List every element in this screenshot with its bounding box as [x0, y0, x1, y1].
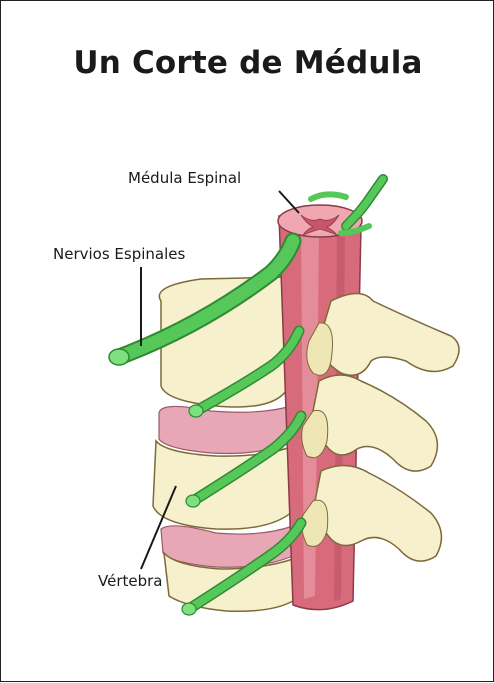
process-top	[319, 294, 459, 376]
label-vertebra: Vértebra	[98, 572, 162, 590]
label-nervios-espinales: Nervios Espinales	[53, 245, 185, 263]
nerve-top-left-cut	[109, 349, 129, 365]
label-medula-espinal: Médula Espinal	[128, 169, 241, 187]
diagram-title: Un Corte de Médula	[1, 45, 494, 81]
vertebral-processes	[302, 294, 459, 562]
